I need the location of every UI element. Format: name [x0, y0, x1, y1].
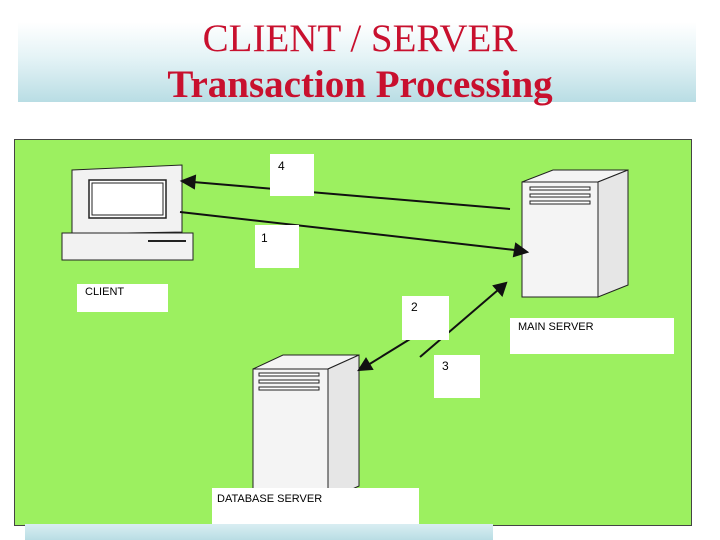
arrow-4-response	[192, 181, 511, 210]
main-server-icon	[521, 169, 629, 298]
arrowhead-4	[179, 174, 197, 190]
title-band	[18, 22, 696, 102]
step-label-2: 2	[402, 296, 449, 340]
page-title: CLIENT / SERVER Transaction Processing	[0, 16, 720, 108]
title-line-1: CLIENT / SERVER	[202, 17, 518, 60]
step-label-1: 1	[255, 225, 299, 268]
title-line-2: Transaction Processing	[167, 63, 553, 106]
arrowhead-2	[492, 281, 508, 297]
arrowhead-3	[357, 357, 374, 372]
main-server-label: MAIN SERVER	[510, 318, 674, 354]
arrow-2-query	[419, 289, 499, 358]
bottom-band	[25, 524, 493, 540]
step-4-text: 4	[278, 159, 285, 173]
step-2-text: 2	[411, 300, 418, 314]
step-3-text: 3	[442, 359, 449, 373]
client-label-text: CLIENT	[85, 286, 125, 298]
main-server-label-text: MAIN SERVER	[518, 321, 594, 333]
step-label-4: 4	[270, 154, 314, 196]
database-server-icon	[252, 354, 360, 501]
step-label-3: 3	[434, 355, 480, 398]
database-server-label-text: DATABASE SERVER	[217, 493, 323, 505]
arrow-1-request	[179, 211, 516, 251]
client-computer-icon	[61, 164, 194, 261]
step-1-text: 1	[261, 231, 268, 245]
database-server-label: DATABASE SERVER	[212, 488, 419, 525]
client-label: CLIENT	[77, 284, 168, 312]
arrowhead-1	[512, 242, 530, 258]
